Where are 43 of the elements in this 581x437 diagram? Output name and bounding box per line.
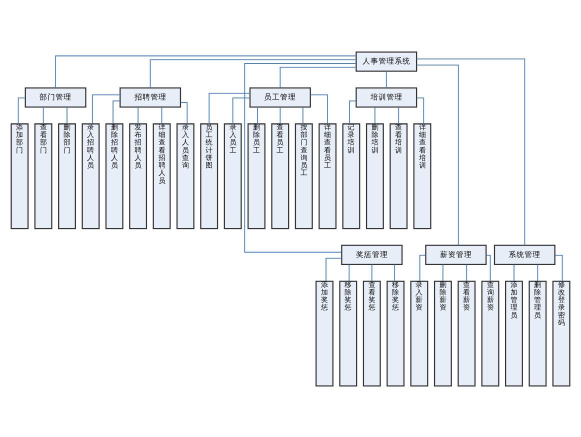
connector (310, 94, 328, 124)
connector (486, 254, 491, 282)
connector (416, 96, 424, 124)
node-box: 人事管理系统 (356, 50, 418, 72)
node-box: 招聘管理 (120, 86, 182, 108)
node-box: 员工管理 (249, 86, 311, 108)
node-box: 薪资管理 (425, 244, 487, 265)
connector (112, 100, 120, 124)
connector (348, 264, 350, 282)
connector (55, 54, 357, 88)
node-box: 奖惩管理 (341, 244, 403, 265)
connector (257, 106, 258, 124)
connector (416, 58, 526, 246)
connector (302, 106, 304, 124)
connector (398, 106, 400, 124)
connector (394, 264, 396, 282)
node-box: 部门管理 (24, 86, 86, 108)
connector (554, 254, 563, 282)
connector (419, 254, 426, 282)
connector (92, 94, 120, 124)
connector (416, 64, 459, 246)
connector (208, 92, 250, 124)
connector (150, 58, 356, 88)
connector (371, 264, 372, 282)
node-box: 系统管理 (494, 244, 556, 265)
connector (138, 106, 139, 124)
connector (42, 106, 44, 124)
connector (537, 264, 538, 282)
connector (161, 106, 162, 124)
connector (280, 66, 356, 88)
connector (232, 96, 250, 124)
connector (180, 102, 188, 124)
connector (18, 96, 26, 124)
connector (66, 106, 68, 124)
connector (386, 70, 387, 88)
connector (374, 106, 376, 124)
connector (244, 62, 356, 252)
connector (466, 264, 468, 282)
connector (326, 257, 342, 282)
connector (442, 264, 444, 282)
connector (280, 106, 281, 124)
node-box: 培训管理 (356, 86, 418, 108)
connector (349, 100, 356, 124)
